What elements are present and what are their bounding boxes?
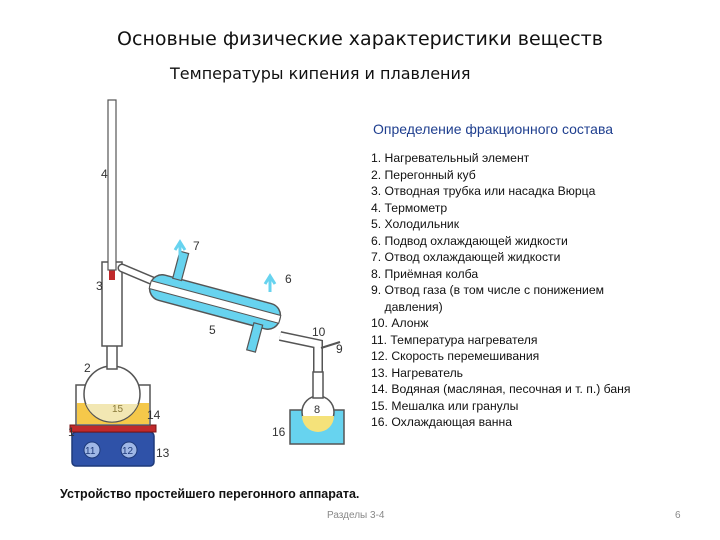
condenser	[148, 250, 282, 353]
legend-item: 13. Нагреватель	[371, 365, 464, 380]
label-10: 10	[312, 325, 326, 339]
legend-item: 15. Мешалка или гранулы	[371, 398, 519, 413]
thermometer-bulb	[109, 268, 115, 280]
section-title: Определение фракционного состава	[373, 121, 614, 137]
label-6: 6	[285, 272, 292, 286]
gas-outlet	[320, 341, 341, 349]
legend-item: 8. Приёмная колба	[371, 266, 479, 281]
label-15: 15	[112, 404, 124, 415]
coolant-in-arrow-icon	[263, 273, 277, 292]
flask-contents	[86, 404, 138, 422]
label-2: 2	[84, 361, 91, 375]
coolant-inlet	[245, 322, 264, 353]
coolant-out-arrow-icon	[173, 239, 187, 260]
legend-item: давления)	[371, 299, 443, 314]
coolant-outlet	[171, 250, 190, 282]
label-11: 11	[85, 446, 96, 457]
thermometer	[107, 99, 117, 271]
label-13: 13	[156, 446, 170, 460]
legend-item: 1. Нагревательный элемент	[371, 151, 530, 165]
label-16: 16	[272, 425, 286, 439]
label-12: 12	[122, 446, 134, 457]
flask-neck	[106, 344, 118, 370]
label-4: 4	[101, 167, 108, 181]
legend-item: 9. Отвод газа (в том числе с понижением	[371, 283, 604, 297]
footer-section: Разделы 3-4	[327, 510, 385, 521]
label-9: 9	[336, 342, 343, 356]
legend-item: 2. Перегонный куб	[371, 167, 476, 182]
legend-item: 10. Алонж	[371, 316, 429, 330]
legend-item: 5. Холодильник	[371, 217, 460, 231]
label-8: 8	[314, 404, 320, 416]
legend-item: 6. Подвод охлаждающей жидкости	[371, 233, 568, 248]
figure-caption: Устройство простейшего перегонного аппар…	[60, 487, 360, 501]
label-5: 5	[209, 323, 216, 337]
label-14: 14	[147, 408, 161, 422]
legend-item: 14. Водяная (масляная, песочная и т. п.)…	[371, 382, 631, 396]
receiver-neck	[312, 371, 324, 399]
legend-item: 12. Скорость перемешивания	[371, 349, 540, 363]
label-3: 3	[96, 279, 103, 293]
stirring-knob	[120, 441, 138, 459]
legend-item: 7. Отвод охлаждающей жидкости	[371, 250, 561, 264]
legend-item: 11. Температура нагревателя	[371, 332, 538, 347]
hot-plate	[69, 424, 157, 433]
legend-item: 3. Отводная трубка или насадка Вюрца	[371, 184, 596, 198]
slide-subtitle: Температуры кипения и плавления	[170, 64, 471, 83]
label-1: 1	[68, 425, 75, 439]
slide-title: Основные физические характеристики вещес…	[117, 28, 603, 50]
temperature-knob	[83, 441, 101, 459]
legend-list: 1. Нагревательный элемент 2. Перегонный …	[371, 150, 630, 431]
legend-item: 16. Охлаждающая ванна	[371, 415, 512, 429]
page-number: 6	[675, 510, 681, 521]
legend-item: 4. Термометр	[371, 200, 448, 215]
label-7: 7	[193, 239, 200, 253]
